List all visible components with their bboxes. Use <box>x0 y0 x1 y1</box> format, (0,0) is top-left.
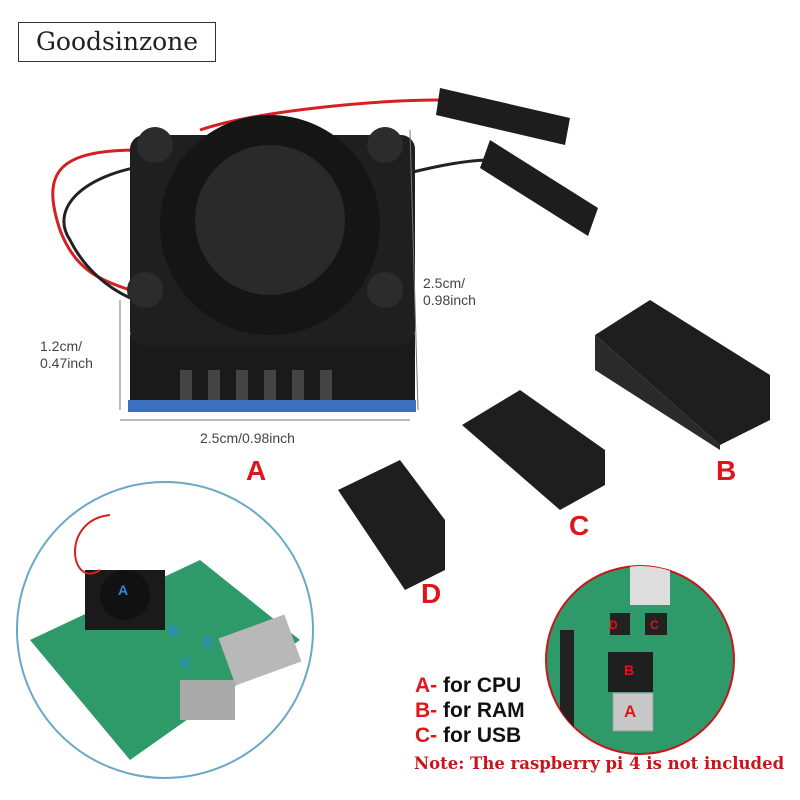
heatsink-height-dimension: 1.2cm/ 0.47inch <box>40 338 93 372</box>
legend-item-cpu: A- for CPU <box>415 674 521 698</box>
dimension-lines <box>119 129 419 421</box>
legend-text: for USB <box>437 724 522 747</box>
not-included-note: Note: The raspberry pi 4 is not included <box>414 754 785 773</box>
legend-key: B- <box>415 699 438 722</box>
red-wire <box>199 98 441 132</box>
legend-key: A- <box>415 674 438 697</box>
cooling-fan <box>127 115 416 412</box>
closeup-label-b: B <box>624 662 635 678</box>
fan-height-dimension: 2.5cm/ 0.98inch <box>423 275 476 309</box>
part-label-c: C <box>569 510 590 541</box>
red-wire <box>51 148 141 292</box>
board-label-b: B <box>168 623 179 639</box>
black-wire <box>62 163 151 302</box>
closeup-label-a: A <box>624 702 637 721</box>
legend-text: for CPU <box>437 674 522 697</box>
heatsink-d <box>338 460 445 590</box>
closeup-label-c: C <box>650 618 659 632</box>
heatsink-c <box>462 390 605 510</box>
dimension-text: 2.5cm/ <box>423 275 466 291</box>
board-label-c: C <box>181 655 192 671</box>
width-dimension: 2.5cm/0.98inch <box>200 430 295 446</box>
part-label-b: B <box>716 455 737 486</box>
dimension-text: 0.47inch <box>40 355 93 371</box>
legend-item-ram: B- for RAM <box>415 699 525 723</box>
board-label-d: D <box>203 634 214 650</box>
board-closeup-photo <box>545 565 735 755</box>
legend-text: for RAM <box>437 699 525 722</box>
part-label-d: D <box>421 578 442 609</box>
raspberry-pi-board-photo <box>16 481 314 779</box>
legend-key: C- <box>415 724 438 747</box>
dimension-text: 1.2cm/ <box>40 338 83 354</box>
board-label-a: A <box>118 582 129 598</box>
legend-item-usb: C- for USB <box>415 724 521 748</box>
fan-connector <box>436 88 598 236</box>
brand-logo: Goodsinzone <box>18 22 216 62</box>
part-label-a: A <box>246 455 267 486</box>
closeup-label-d: D <box>609 618 618 632</box>
heatsink-b <box>595 300 770 450</box>
dimension-text: 0.98inch <box>423 292 476 308</box>
